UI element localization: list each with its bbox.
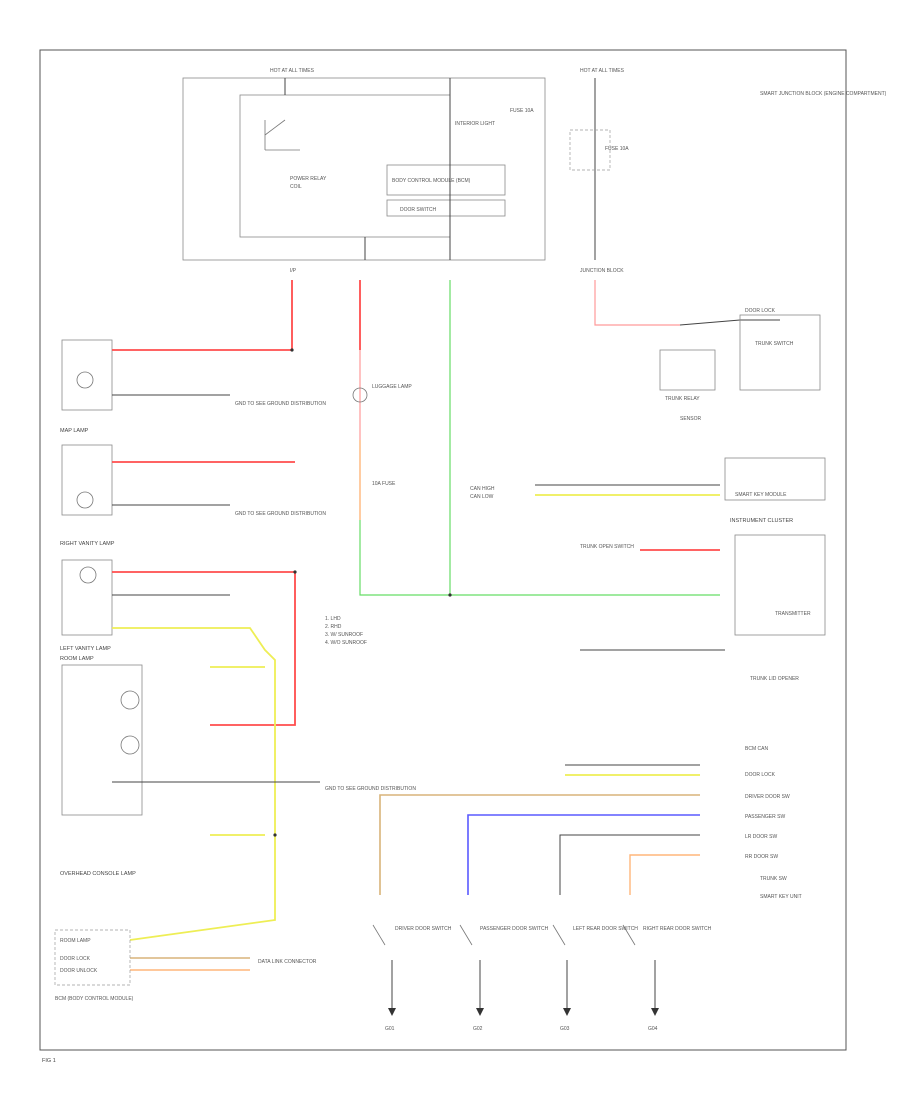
ground-icon: [476, 1008, 484, 1016]
left-components: MAP LAMP RIGHT VANITY LAMP LEFT VANITY L…: [60, 339, 416, 877]
center-labels: LUGGAGE LAMP 10A FUSE 1. LHD 2. RHD 3. W…: [325, 384, 412, 646]
passenger-door-switch-label: PASSENGER DOOR SWITCH: [480, 926, 549, 932]
wire-red-vanity: [112, 571, 296, 726]
ground-a-label: G01: [385, 1026, 395, 1032]
junction-dot: [273, 833, 277, 837]
map-lamp-label: MAP LAMP: [60, 428, 89, 434]
power-relay-label: POWER RELAY: [290, 176, 327, 182]
ground-icon: [651, 1008, 659, 1016]
wire-blue-bus: [467, 814, 700, 895]
legend-1: 1. LHD: [325, 616, 341, 622]
door-lock-label: DOOR LOCK: [745, 308, 776, 314]
wire-yellow-bcm: [112, 627, 276, 941]
ground-d-label: G04: [648, 1026, 658, 1032]
wire-red-map-lamp: [112, 280, 293, 351]
ground-note-1: GND TO SEE GROUND DISTRIBUTION: [235, 401, 326, 407]
bus-driver-label: DRIVER DOOR SW: [745, 794, 790, 800]
bus-can-label: BCM CAN: [745, 746, 768, 752]
trunk-lid-opener-label: TRUNK LID OPENER: [750, 676, 799, 682]
bus-passenger-label: PASSENGER SW: [745, 814, 785, 820]
trunk-switch-label: TRUNK SWITCH: [755, 341, 794, 347]
ground-icon: [563, 1008, 571, 1016]
legend-3: 3. W/ SUNROOF: [325, 632, 363, 638]
connector-right-label: JUNCTION BLOCK: [580, 268, 624, 274]
lr-door-switch-label: LEFT REAR DOOR SWITCH: [573, 926, 638, 932]
fuse-b-label: FUSE 10A: [605, 146, 629, 152]
bus-trunk-label: TRUNK SW: [760, 876, 787, 882]
ground-note-3: GND TO SEE GROUND DISTRIBUTION: [325, 786, 416, 792]
luggage-lamp-label: LUGGAGE LAMP: [372, 384, 412, 390]
connector-left-label: I/P: [290, 268, 297, 274]
top-right-label: SMART JUNCTION BLOCK (ENGINE COMPARTMENT…: [760, 91, 887, 97]
right-components: DOOR LOCK TRUNK SWITCH TRUNK RELAY SENSO…: [470, 308, 826, 682]
smart-key-module-label: SMART KEY MODULE: [735, 492, 787, 498]
junction-dot: [290, 348, 294, 352]
relay-coil-label: COIL: [290, 184, 302, 190]
wire-tan-bus: [379, 794, 700, 895]
bcm-door-unlock-label: DOOR UNLOCK: [60, 968, 98, 974]
diagram-frame: [39, 49, 847, 1051]
can-low-label: CAN LOW: [470, 494, 494, 500]
bcm-label: BCM (BODY CONTROL MODULE): [55, 996, 134, 1002]
right-vanity-label: RIGHT VANITY LAMP: [60, 541, 115, 547]
sensor-label: SENSOR: [680, 416, 702, 422]
door-switch-label: DOOR SWITCH: [400, 207, 436, 213]
transmitter-label: TRANSMITTER: [775, 611, 811, 617]
data-link-label: DATA LINK CONNECTOR: [258, 959, 317, 965]
bus-door-label: DOOR LOCK: [745, 772, 776, 778]
ground-icon: [388, 1008, 396, 1016]
junction-dot: [448, 593, 452, 597]
fuse-a-label: FUSE 10A: [510, 108, 534, 114]
bcm-door-lock-label: DOOR LOCK: [60, 956, 91, 962]
bus-rr-label: RR DOOR SW: [745, 854, 778, 860]
can-high-label: CAN HIGH: [470, 486, 495, 492]
fuse-right-label: HOT AT ALL TIMES: [580, 68, 625, 74]
bcm-inner-label: BODY CONTROL MODULE (BCM): [392, 178, 471, 184]
fuse-note-label: 10A FUSE: [372, 481, 396, 487]
fuse-left-label: HOT AT ALL TIMES: [270, 68, 315, 74]
overhead-console-label: OVERHEAD CONSOLE LAMP: [60, 871, 136, 877]
instrument-cluster-label: INSTRUMENT CLUSTER: [730, 518, 793, 524]
room-lamp-label: ROOM LAMP: [60, 656, 94, 662]
legend-4: 4. W/O SUNROOF: [325, 640, 367, 646]
bcm-room-lamp-label: ROOM LAMP: [60, 938, 91, 944]
wire-pink-trunk: [594, 280, 680, 326]
ground-c-label: G03: [560, 1026, 570, 1032]
figure-label: FIG 1: [42, 1058, 56, 1064]
trunk-open-switch-label: TRUNK OPEN SWITCH: [580, 544, 634, 550]
driver-door-switch-label: DRIVER DOOR SWITCH: [395, 926, 452, 932]
bus-labels: BCM CAN DOOR LOCK DRIVER DOOR SW PASSENG…: [745, 746, 802, 900]
rr-door-switch-label: RIGHT REAR DOOR SWITCH: [643, 926, 712, 932]
junction-block: HOT AT ALL TIMES HOT AT ALL TIMES POWER …: [182, 68, 629, 274]
bus-lr-label: LR DOOR SW: [745, 834, 778, 840]
wires: [112, 280, 780, 971]
trunk-relay-label: TRUNK RELAY: [665, 396, 700, 402]
bcm-block: ROOM LAMP DOOR LOCK DOOR UNLOCK BCM (BOD…: [54, 929, 317, 1002]
junction-dot: [293, 570, 297, 574]
bus-smart-label: SMART KEY UNIT: [760, 894, 802, 900]
legend-2: 2. RHD: [325, 624, 342, 630]
left-vanity-label: LEFT VANITY LAMP: [60, 646, 111, 652]
ground-b-label: G02: [473, 1026, 483, 1032]
door-switches: DRIVER DOOR SWITCH PASSENGER DOOR SWITCH…: [372, 924, 712, 1032]
interior-light-label: INTERIOR LIGHT: [455, 121, 495, 127]
ground-note-2: GND TO SEE GROUND DISTRIBUTION: [235, 511, 326, 517]
